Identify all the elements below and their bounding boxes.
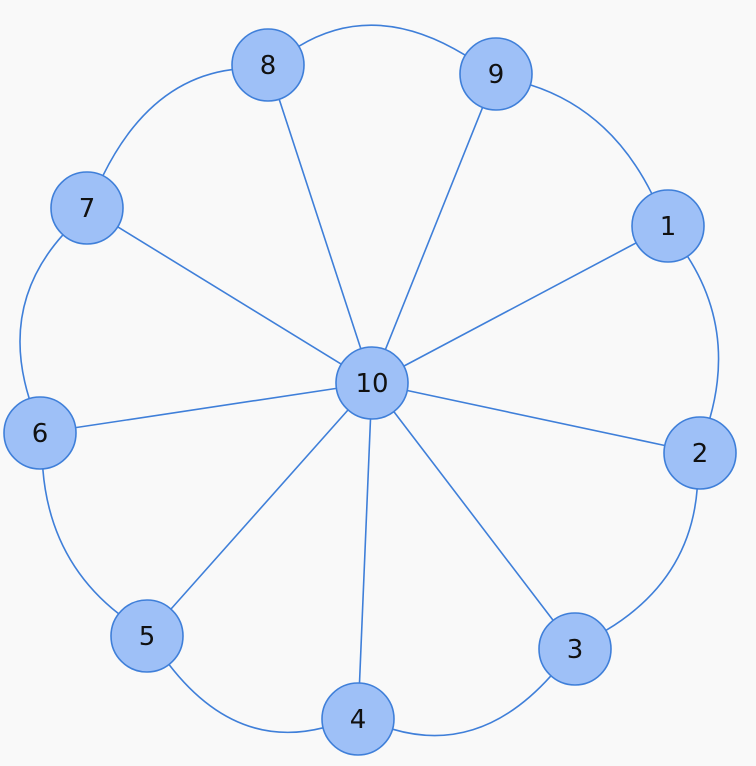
- edge-8-9: [298, 24, 466, 56]
- edge-10-7: [117, 226, 342, 365]
- node-4: 4: [321, 682, 395, 756]
- edge-7-8: [102, 68, 233, 177]
- node-6: 6: [3, 396, 77, 470]
- edge-10-8: [278, 98, 362, 350]
- node-9: 9: [459, 37, 533, 111]
- edge-10-5: [170, 409, 349, 610]
- edge-10-1: [403, 242, 637, 367]
- edge-4-5: [168, 664, 324, 734]
- node-circle: [50, 171, 124, 245]
- edge-10-2: [407, 389, 665, 447]
- node-3: 3: [538, 612, 612, 686]
- edge-10-6: [75, 387, 337, 429]
- node-label: 7: [79, 194, 96, 224]
- node-label: 5: [139, 622, 156, 652]
- edge-5-6: [42, 468, 120, 615]
- node-label: 4: [350, 705, 367, 735]
- edge-9-1: [530, 84, 653, 195]
- node-label: 1: [660, 212, 677, 242]
- node-circle: [3, 396, 77, 470]
- node-7: 7: [50, 171, 124, 245]
- node-label: 10: [355, 369, 388, 399]
- edge-1-2: [686, 255, 720, 419]
- node-circle: [663, 416, 737, 490]
- node-circle: [631, 189, 705, 263]
- node-circle: [110, 599, 184, 673]
- node-circle: [538, 612, 612, 686]
- node-circle: [459, 37, 533, 111]
- edge-10-4: [358, 418, 372, 684]
- node-circle: [321, 682, 395, 756]
- node-label: 2: [692, 439, 709, 469]
- node-5: 5: [110, 599, 184, 673]
- node-10: 10: [335, 346, 409, 420]
- node-1: 1: [631, 189, 705, 263]
- edge-10-3: [393, 411, 554, 621]
- node-label: 6: [32, 419, 49, 449]
- node-2: 2: [663, 416, 737, 490]
- node-label: 3: [567, 635, 584, 665]
- nodes-layer: 1 2 3 4 5 6 7 8 9 10: [3, 28, 737, 756]
- edge-10-9: [384, 107, 484, 350]
- node-circle: [231, 28, 305, 102]
- node-label: 9: [488, 60, 505, 90]
- node-label: 8: [260, 51, 277, 81]
- edge-6-7: [19, 234, 64, 399]
- edge-2-3: [605, 488, 698, 632]
- edges-layer: [19, 24, 720, 737]
- node-circle: [335, 346, 409, 420]
- node-8: 8: [231, 28, 305, 102]
- edge-3-4: [392, 675, 552, 737]
